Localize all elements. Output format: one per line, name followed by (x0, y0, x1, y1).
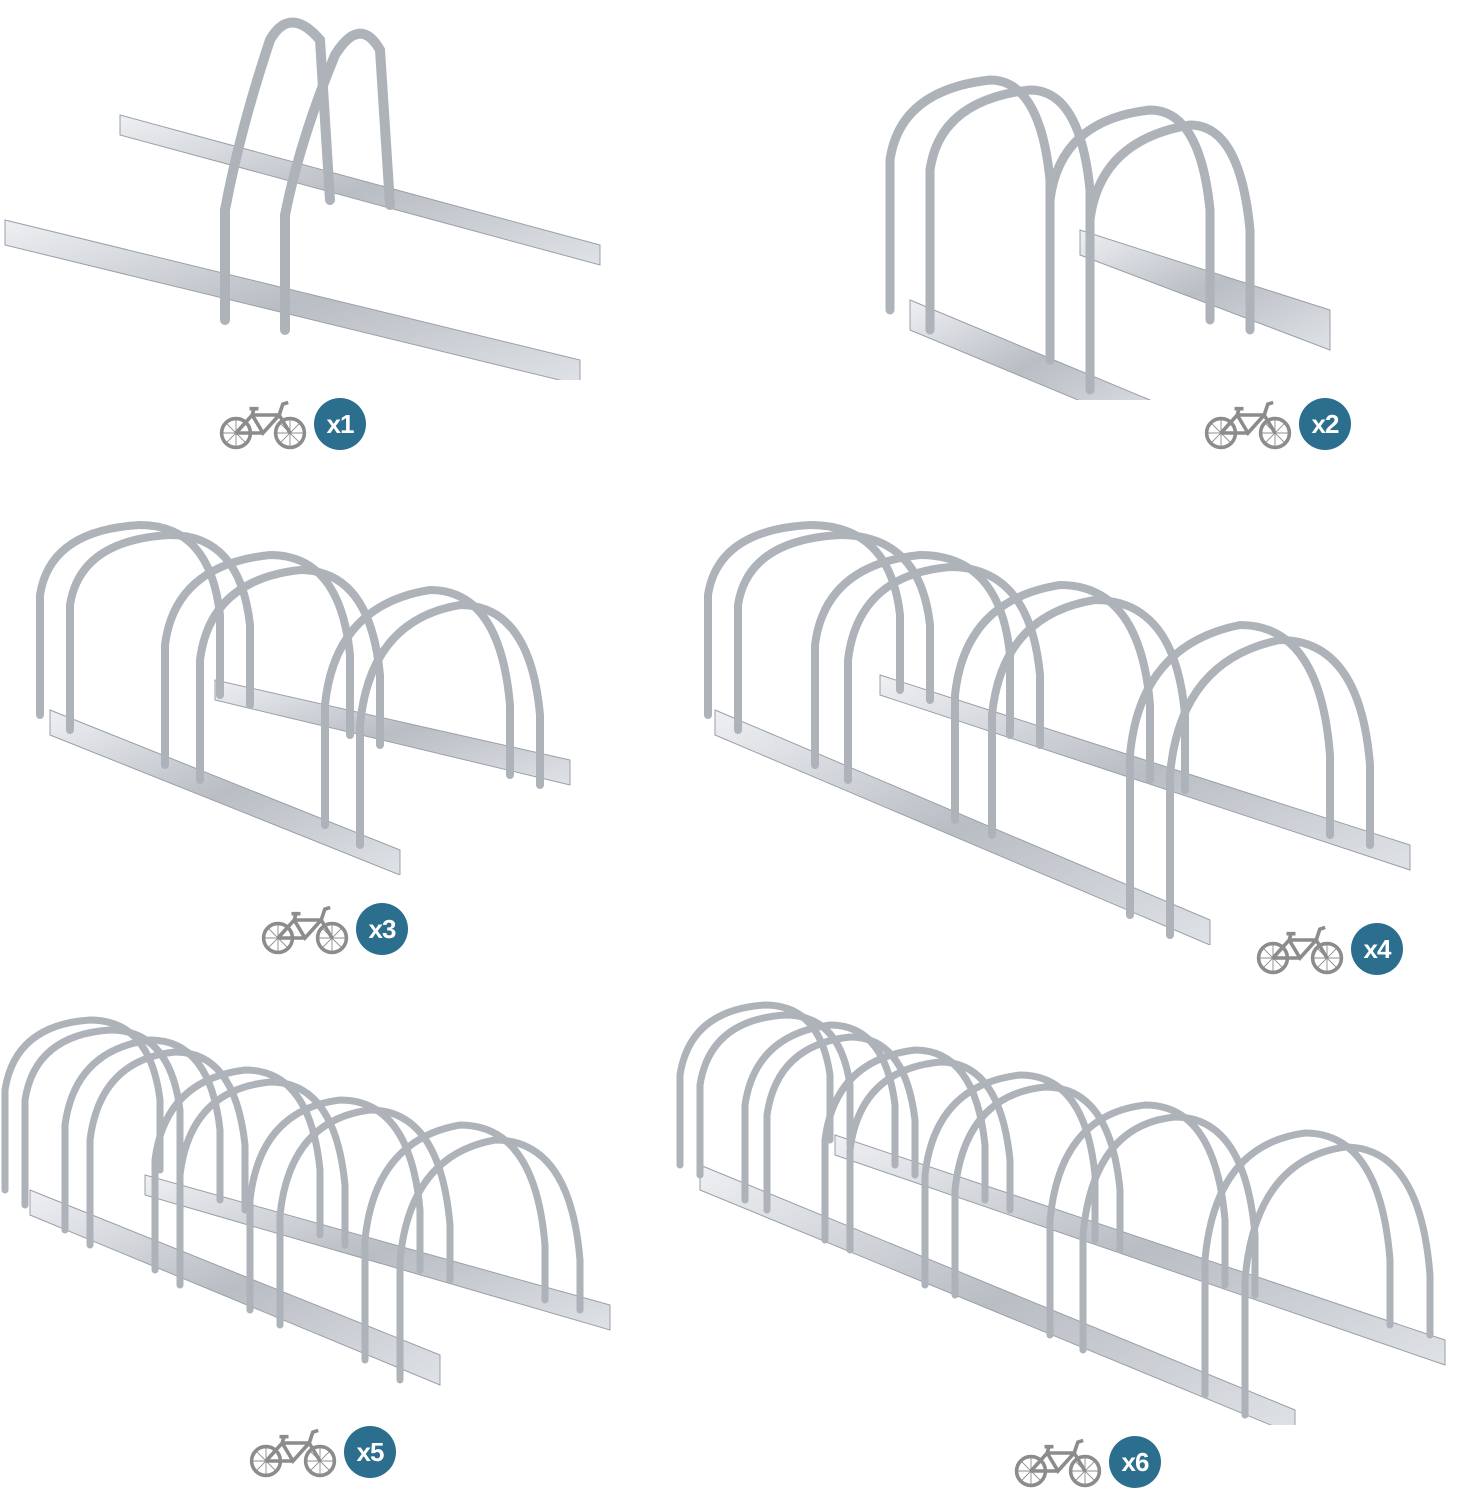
capacity-badge: x5 (344, 1426, 396, 1478)
rack-illustration (36, 520, 571, 875)
bicycle-icon (1013, 1433, 1103, 1491)
rack-2-bike: x2 (870, 60, 1351, 450)
capacity-badge: x4 (1351, 923, 1403, 975)
capacity-label: x6 (1013, 1433, 1161, 1491)
capacity-badge: x6 (1109, 1436, 1161, 1488)
rack-5-bike: x5 (0, 1010, 620, 1478)
rack-6-bike: x6 (675, 995, 1465, 1488)
capacity-label: x1 (218, 395, 366, 453)
capacity-label: x5 (248, 1423, 396, 1481)
bicycle-icon (248, 1423, 338, 1481)
bicycle-icon (1203, 395, 1293, 453)
bicycle-icon (260, 900, 350, 958)
capacity-badge: x1 (314, 398, 366, 450)
capacity-label: x4 (1255, 920, 1403, 978)
capacity-badge: x3 (356, 903, 408, 955)
rack-3-bike: x3 (30, 515, 590, 955)
rack-illustration (676, 1001, 1446, 1425)
capacity-label: x3 (260, 900, 408, 958)
capacity-label: x2 (1203, 395, 1351, 453)
bicycle-icon (1255, 920, 1345, 978)
rack-1-bike: x1 (0, 0, 620, 450)
capacity-badge: x2 (1299, 398, 1351, 450)
rack-4-bike: x4 (700, 515, 1440, 975)
rack-illustration (4, 17, 601, 380)
rack-illustration (704, 520, 1411, 945)
rack-illustration (885, 75, 1331, 400)
bicycle-icon (218, 395, 308, 453)
rack-illustration (1, 1016, 611, 1386)
